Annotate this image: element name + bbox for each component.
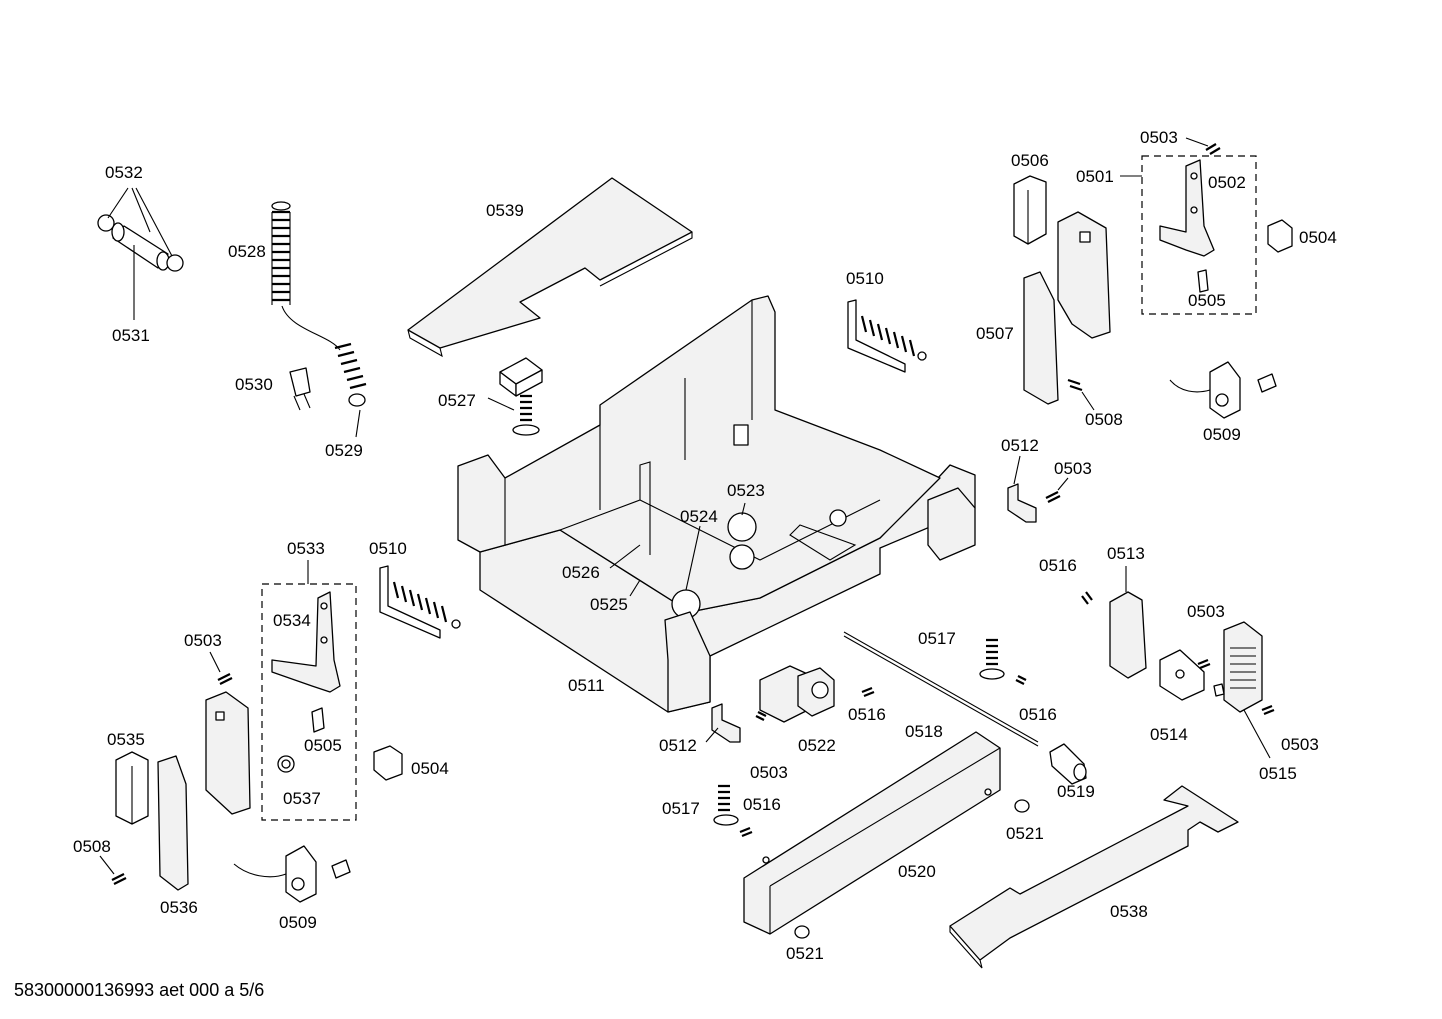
label-0503-center: 0503 [750, 763, 788, 782]
part-0534-hinge-plate [271, 591, 341, 693]
part-0512-bracket-upper [1007, 455, 1069, 523]
label-0527: 0527 [438, 391, 476, 410]
label-0508-upper: 0508 [1085, 410, 1123, 429]
label-0524: 0524 [680, 507, 718, 526]
label-0512-upper: 0512 [1001, 436, 1039, 455]
part-0509-hinge-upper [1169, 361, 1277, 419]
label-0528: 0528 [228, 242, 266, 261]
label-0503-top: 0503 [1140, 128, 1178, 147]
callout-labels: 0532 0531 0528 0530 0529 0539 0527 0510 … [73, 128, 1337, 963]
part-0508-screw-lower [99, 855, 127, 885]
label-0536: 0536 [160, 898, 198, 917]
label-0509-lower: 0509 [279, 913, 317, 932]
label-0521-lower: 0521 [786, 944, 824, 963]
label-0526: 0526 [562, 563, 600, 582]
part-0503-screw-left [209, 651, 233, 685]
part-0519-end-cap [1049, 743, 1087, 785]
group-0533-box [261, 583, 357, 821]
label-0519: 0519 [1057, 782, 1095, 801]
label-0532: 0532 [105, 163, 143, 182]
part-0536-hinge-bracket [157, 691, 251, 891]
label-0535: 0535 [107, 730, 145, 749]
label-0525: 0525 [590, 595, 628, 614]
part-0502-hinge-plate [1159, 159, 1215, 257]
part-0509-hinge-lower [233, 845, 351, 903]
part-0504-cap-lower [373, 745, 403, 781]
label-0520: 0520 [898, 862, 936, 881]
label-0529: 0529 [325, 441, 363, 460]
label-0522: 0522 [798, 736, 836, 755]
label-0506: 0506 [1011, 151, 1049, 170]
label-0517-right: 0517 [918, 629, 956, 648]
label-0516-d: 0516 [743, 795, 781, 814]
part-0539-cover-plate [407, 177, 693, 358]
label-0531: 0531 [112, 326, 150, 345]
part-0507-hinge-bracket [1023, 211, 1111, 405]
label-0502: 0502 [1208, 173, 1246, 192]
part-0531-hose-sleeve [97, 187, 184, 320]
label-0503-right: 0503 [1054, 459, 1092, 478]
part-0508-screw-upper [1067, 378, 1095, 411]
part-0505-clip-lower [311, 707, 325, 733]
label-0505-upper: 0505 [1188, 291, 1226, 310]
label-0516-b: 0516 [1019, 705, 1057, 724]
part-0528-coiled-hose [271, 201, 367, 438]
label-0509-upper: 0509 [1203, 425, 1241, 444]
label-0516-c: 0516 [1039, 556, 1077, 575]
part-0522-valve [755, 665, 875, 723]
label-0537: 0537 [283, 789, 321, 808]
part-0520-kickplate [743, 731, 1001, 935]
label-0514: 0514 [1150, 725, 1188, 744]
label-0518: 0518 [905, 722, 943, 741]
part-0521-screws [794, 799, 1030, 939]
label-0530: 0530 [235, 375, 273, 394]
label-0512-lower: 0512 [659, 736, 697, 755]
part-0518-rod [843, 631, 1039, 747]
label-0523: 0523 [727, 481, 765, 500]
label-0517-left: 0517 [662, 799, 700, 818]
label-0516-a: 0516 [848, 705, 886, 724]
label-0503-far-right: 0503 [1281, 735, 1319, 754]
part-0510-spring-lower [379, 565, 461, 639]
label-0508-lower: 0508 [73, 837, 111, 856]
label-0504-upper: 0504 [1299, 228, 1337, 247]
label-0538: 0538 [1110, 902, 1148, 921]
label-0503-mid-right: 0503 [1187, 602, 1225, 621]
label-0504-lower: 0504 [411, 759, 449, 778]
part-0535-cover [115, 751, 149, 825]
label-0513: 0513 [1107, 544, 1145, 563]
part-0506-cover [1013, 175, 1047, 245]
label-0534: 0534 [273, 611, 311, 630]
part-0517-foot-right [979, 638, 1027, 685]
part-0517-foot-left [713, 784, 753, 838]
part-0503-screw-top [1185, 137, 1221, 155]
part-0512-bracket-lower [705, 703, 741, 743]
group-0501-box [1141, 155, 1257, 315]
label-0533: 0533 [287, 539, 325, 558]
label-0510-upper: 0510 [846, 269, 884, 288]
part-0514-plate [1159, 649, 1205, 701]
part-0537-bushing [277, 755, 295, 773]
label-0510-lower: 0510 [369, 539, 407, 558]
label-0521-right: 0521 [1006, 824, 1044, 843]
part-0538-bottom-plate [949, 785, 1239, 969]
label-0501: 0501 [1076, 167, 1114, 186]
part-0530-clip [289, 367, 311, 411]
part-0511-base-tub [457, 295, 976, 713]
label-0505-lower: 0505 [304, 736, 342, 755]
leader-lines [609, 502, 746, 597]
label-0503-left: 0503 [184, 631, 222, 650]
label-0507: 0507 [976, 324, 1014, 343]
part-0527-support-foot [487, 357, 543, 436]
part-0504-cap-upper [1267, 219, 1293, 253]
part-0513-housing [1081, 566, 1147, 679]
part-0505-clip-upper [1197, 269, 1209, 293]
part-0515-cover [1197, 621, 1275, 759]
part-0510-spring-upper [847, 299, 927, 373]
label-0511: 0511 [568, 676, 605, 695]
label-0539: 0539 [486, 201, 524, 220]
footer-document-code: 58300000136993 aet 000 a 5/6 [14, 980, 265, 1000]
label-0515: 0515 [1259, 764, 1297, 783]
